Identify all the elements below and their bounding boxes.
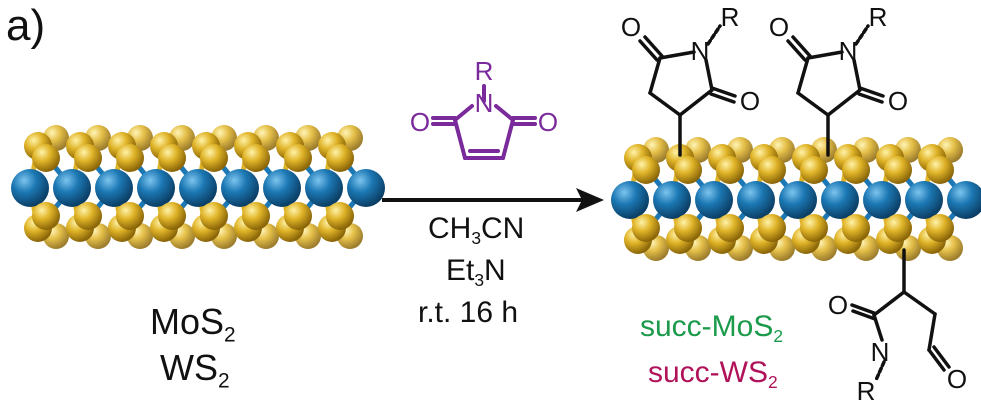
product-o-2b: O	[888, 86, 908, 116]
sulfur-atom	[284, 202, 312, 230]
product-r-2: R	[869, 2, 888, 32]
metal-atom	[779, 181, 817, 219]
condition-time-text: r.t. 16 h	[418, 296, 519, 329]
sulfur-atom	[200, 144, 228, 172]
condition-time: r.t. 16 h	[418, 298, 518, 328]
sulfur-atom	[32, 202, 60, 230]
product-o-1b: O	[740, 86, 760, 116]
sulfur-atom	[800, 156, 828, 184]
reagent-o-left-label: O	[410, 107, 430, 137]
reactant-ws2-label: WS2	[160, 350, 230, 392]
maleimide-reagent	[431, 84, 537, 160]
product-succ-mos2-sub: 2	[773, 326, 784, 347]
succinimide-group-top-2	[786, 24, 885, 157]
product-succ-ws2-label: succ-WS2	[648, 358, 778, 391]
sulfur-atom	[758, 214, 786, 242]
condition-solvent: CH3CN	[428, 214, 524, 247]
reactant-mos2-label: MoS2	[150, 304, 236, 346]
reaction-arrow	[382, 188, 604, 212]
sulfur-atom	[674, 156, 702, 184]
sulfur-atom	[716, 156, 744, 184]
product-r-1: R	[721, 2, 740, 32]
product-succ-mos2-label: succ-MoS2	[640, 312, 783, 345]
reagent-r-label: R	[475, 56, 494, 86]
metal-atom	[653, 181, 691, 219]
condition-base-post: N	[484, 254, 506, 287]
functionalized-layer-structure	[611, 137, 981, 261]
sulfur-atom	[74, 202, 102, 230]
metal-atom	[305, 169, 343, 207]
reactant-ws2-base: WS	[160, 347, 218, 388]
sulfur-atom	[242, 202, 270, 230]
metal-atom	[821, 181, 859, 219]
sulfur-atom	[158, 144, 186, 172]
metal-atom	[737, 181, 775, 219]
sulfur-atom	[926, 156, 954, 184]
sulfur-atom	[926, 214, 954, 242]
reagent-o-right-label: O	[538, 107, 558, 137]
product-n-1: N	[691, 36, 710, 66]
sulfur-atom	[632, 214, 660, 242]
sulfur-atom	[674, 214, 702, 242]
succinimide-group-top-1	[638, 24, 737, 157]
metal-atom	[11, 169, 49, 207]
sulfur-atom	[116, 144, 144, 172]
metal-atom	[905, 181, 943, 219]
product-n-2: N	[839, 36, 858, 66]
metal-atom	[947, 181, 981, 219]
product-succ-mos2-base: succ-MoS	[640, 310, 774, 343]
metal-atom	[179, 169, 217, 207]
reactant-mos2-base: MoS	[150, 301, 225, 342]
condition-base-pre: Et	[446, 254, 475, 287]
product-succ-ws2-base: succ-WS	[648, 356, 768, 389]
sulfur-atom	[632, 156, 660, 184]
condition-solvent-sub: 3	[471, 228, 482, 249]
sulfur-atom	[200, 202, 228, 230]
product-r-3: R	[857, 376, 876, 405]
sulfur-atom	[284, 144, 312, 172]
sulfur-atom	[884, 214, 912, 242]
metal-atom	[53, 169, 91, 207]
metal-atom	[95, 169, 133, 207]
sulfur-atom	[842, 156, 870, 184]
sulfur-atom	[32, 144, 60, 172]
reagent-n-label: N	[475, 88, 494, 118]
metal-atom	[695, 181, 733, 219]
product-o-3b: O	[947, 364, 967, 394]
panel-label: a)	[6, 1, 46, 50]
sulfur-atom	[758, 156, 786, 184]
sulfur-atom	[884, 156, 912, 184]
condition-base: Et3N	[446, 256, 506, 289]
sulfur-atom	[716, 214, 744, 242]
product-o-3a: O	[828, 290, 848, 320]
product-n-3: N	[871, 337, 890, 367]
mos2-layer-structure	[11, 125, 385, 249]
sulfur-atom	[842, 214, 870, 242]
sulfur-atom	[116, 202, 144, 230]
sulfur-atom	[158, 202, 186, 230]
sulfur-atom	[326, 144, 354, 172]
succinimide-group-bottom	[850, 248, 951, 382]
sulfur-atom	[800, 214, 828, 242]
metal-atom	[137, 169, 175, 207]
reactant-ws2-sub: 2	[218, 369, 230, 393]
sulfur-atom	[326, 202, 354, 230]
product-o-2a: O	[769, 12, 789, 42]
metal-atom	[611, 181, 649, 219]
reactant-mos2-sub: 2	[224, 323, 236, 347]
condition-solvent-pre: CH	[428, 212, 472, 245]
metal-atom	[347, 169, 385, 207]
metal-atom	[863, 181, 901, 219]
sulfur-atom	[242, 144, 270, 172]
product-o-1a: O	[621, 12, 641, 42]
condition-solvent-post: CN	[481, 212, 525, 245]
metal-atom	[221, 169, 259, 207]
metal-atom	[263, 169, 301, 207]
sulfur-atom	[74, 144, 102, 172]
condition-base-sub: 3	[474, 270, 485, 291]
product-succ-ws2-sub: 2	[768, 372, 778, 393]
